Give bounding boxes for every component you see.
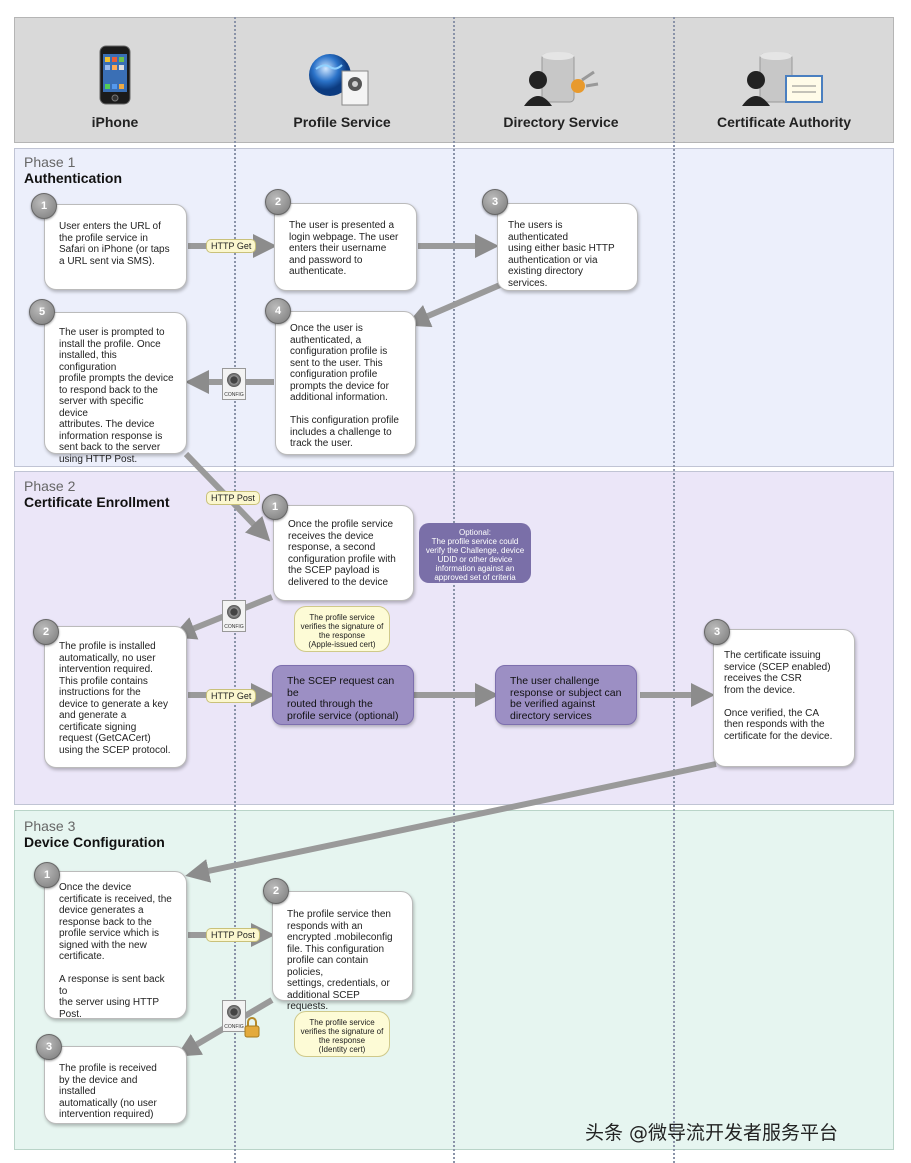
phase-3-label: Phase 3 [24,818,76,834]
phase3-step-2-box: The profile service then responds with a… [272,891,413,1012]
step-number-badge: 3 [482,189,508,215]
step-number-badge: 1 [262,494,288,520]
step-number-badge: 2 [265,189,291,215]
lane-divider [453,17,455,1163]
step-number-badge: 1 [31,193,57,219]
phase1-step-4-box: Once the user is authenticated, a config… [275,311,416,455]
optional-verification-note: Optional: The profile service could veri… [419,523,531,583]
signature-verification-note: The profile service verifies the signatu… [294,606,390,652]
step-number-badge: 2 [263,878,289,904]
profile-service-icon [308,51,370,107]
phase3-step-1-box: Once the device certificate is received,… [44,871,187,1020]
certificate-authority-icon [742,50,824,108]
step-number-badge: 1 [34,862,60,888]
directory-service-icon [524,50,602,108]
signature-verification-note: The profile service verifies the signatu… [294,1011,390,1057]
step-number-badge: 3 [704,619,730,645]
phase1-step-3-box: The users is authenticated using either … [497,203,638,291]
http-get-label: HTTP Get [206,239,257,253]
http-get-label: HTTP Get [206,689,257,703]
lane-divider [673,17,675,1163]
phase-1-title: Authentication [24,170,122,186]
watermark-text: 头条 @微导流开发者服务平台 [585,1122,839,1144]
phase3-step-3-box: The profile is received by the device an… [44,1046,187,1124]
phase1-step-2-box: The user is presented a login webpage. T… [274,203,417,291]
http-post-label: HTTP Post [206,928,260,942]
lane-title-iphone: iPhone [91,114,139,130]
lane-title-profile-service: Profile Service [293,114,391,130]
encrypted-config-profile-icon: CONFIG [222,1000,246,1032]
step-number-badge: 3 [36,1034,62,1060]
phase-1-label: Phase 1 [24,154,76,170]
iphone-icon [99,45,131,105]
phase-2-label: Phase 2 [24,478,76,494]
scep-routing-box: The SCEP request can be routed through t… [272,665,414,725]
lane-divider [234,17,236,1163]
http-post-label: HTTP Post [206,491,260,505]
challenge-verification-box: The user challenge response or subject c… [495,665,637,725]
step-number-badge: 2 [33,619,59,645]
lane-title-certificate-authority: Certificate Authority [716,114,852,130]
phase-2-title: Certificate Enrollment [24,494,170,510]
config-profile-icon: CONFIG [222,368,246,400]
phase2-step-2-box: The profile is installed automatically, … [44,626,187,768]
phase2-step-1-box: Once the profile service receives the de… [273,505,414,601]
phase1-step-5-box: The user is prompted to install the prof… [44,312,187,465]
step-number-badge: 4 [265,298,291,324]
phase2-step-3-box: The certificate issuing service (SCEP en… [713,629,855,767]
step-number-badge: 5 [29,299,55,325]
phase1-step-1-box: User enters the URL of the profile servi… [44,204,187,290]
phase-3-title: Device Configuration [24,834,165,850]
lane-title-directory-service: Directory Service [503,114,619,130]
config-profile-icon: CONFIG [222,600,246,632]
lock-icon [244,1016,260,1038]
